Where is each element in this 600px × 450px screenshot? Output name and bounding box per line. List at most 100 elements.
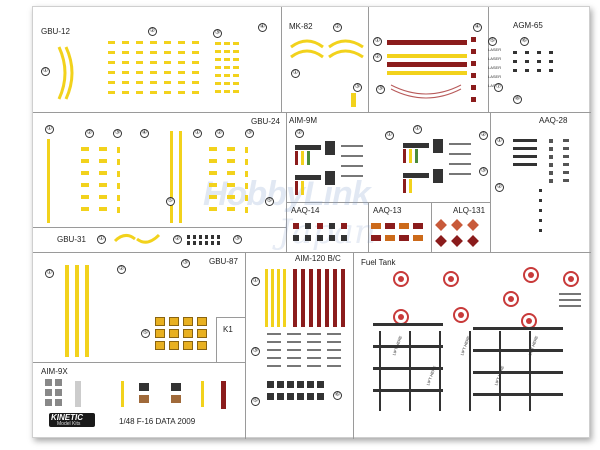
decal-dot: [563, 139, 569, 142]
decal-dash: [224, 42, 230, 45]
decal-dash: [178, 41, 185, 44]
decal-text-line: [341, 145, 363, 147]
gbu24-decal-grid: [77, 147, 127, 217]
decal-dash: [245, 159, 248, 165]
decal-dash: [178, 91, 185, 94]
roundel-center: [528, 272, 534, 278]
decal-stripe: [415, 149, 418, 163]
decal-bar: [295, 175, 321, 180]
decal-dash: [224, 58, 230, 61]
aaq14-decals: [293, 219, 363, 247]
gbu12-decal-grid: [215, 42, 245, 102]
decal-text-line: [559, 293, 581, 295]
decal-text-line: [267, 365, 281, 367]
agm65-label: AGM-65: [513, 21, 543, 30]
marker: ③: [233, 235, 242, 244]
decal-sheet: HobbyLink Japan GBU-12 ① ② ④ ③ MK-82 ② ①…: [32, 6, 591, 439]
decal-stripe: [403, 179, 406, 193]
decal-dash: [81, 171, 89, 175]
decal-dash: [108, 71, 115, 74]
decal-dash: [178, 61, 185, 64]
decal-text-line: [341, 155, 363, 157]
decal-block: [155, 317, 165, 326]
decal-text-line: [327, 333, 341, 335]
marker: ⑤: [488, 37, 497, 46]
gbu12-decal-grid: [108, 41, 208, 103]
decal-bar: [373, 345, 443, 348]
decal-block: [155, 341, 165, 350]
decal-block: [183, 341, 193, 350]
decal-dash: [178, 71, 185, 74]
agm65-dots: [513, 51, 563, 81]
decal-dash: [108, 51, 115, 54]
decal-text-line: [287, 333, 301, 335]
marker: ②: [215, 129, 224, 138]
decal-dash: [224, 74, 230, 77]
decal-dot: [305, 223, 311, 229]
decal-stripe: [301, 181, 304, 195]
sheet-caption: 1/48 F-16 DATA 2009: [119, 417, 196, 426]
decal-dot: [513, 51, 517, 54]
decal-dash: [215, 50, 221, 53]
decal-dot: [205, 235, 208, 239]
gbu24-label: GBU-24: [251, 117, 280, 126]
decal-bar: [373, 367, 443, 370]
roundel-center: [398, 276, 404, 282]
decal-dot: [471, 97, 476, 102]
decal-dash: [150, 41, 157, 44]
decal-stripe: [271, 269, 274, 327]
decal-dot: [471, 85, 476, 90]
decal-text-line: [267, 357, 281, 359]
decal-dot: [563, 155, 569, 158]
marker: ①: [41, 67, 50, 76]
decal-block: [307, 393, 314, 400]
decal-text-line: [559, 299, 581, 301]
decal-bar: [403, 143, 429, 148]
decal-dash: [164, 91, 171, 94]
decal-dot: [293, 223, 299, 229]
divider: [368, 202, 369, 252]
decal-dot: [563, 147, 569, 150]
decal-dot: [199, 241, 202, 245]
decal-text-line: [287, 357, 301, 359]
decal-dash: [136, 51, 143, 54]
decal-dash: [108, 91, 115, 94]
decal-text-line: [287, 365, 301, 367]
decal-block: [385, 235, 395, 241]
decal-bar: [499, 331, 501, 411]
divider: [490, 112, 491, 252]
decal-dash: [227, 159, 235, 163]
divider: [286, 202, 490, 203]
decal-block: [45, 389, 52, 396]
decal-dot: [293, 235, 299, 241]
decal-dash: [227, 195, 235, 199]
gbu87-stripe: [65, 265, 69, 357]
decal-dot: [305, 235, 311, 241]
roundel-center: [398, 314, 404, 320]
decal-block: [325, 171, 335, 185]
decal-stripe: [309, 269, 313, 327]
gbu24-stripe: [47, 139, 50, 223]
gbu87-label: GBU-87: [209, 257, 238, 266]
decal-block: [169, 341, 179, 350]
decal-dot: [317, 235, 323, 241]
decal-dot: [217, 235, 220, 239]
decal-block: [171, 383, 181, 391]
marker: ①: [385, 131, 394, 140]
decal-dash: [122, 41, 129, 44]
marker: ③: [353, 83, 362, 92]
decal-diamond: [467, 219, 479, 231]
marker: ②: [479, 131, 488, 140]
agm65-stripe: [387, 71, 467, 75]
decal-dot: [539, 189, 542, 192]
decal-dot: [549, 139, 553, 143]
marker: ①: [251, 277, 260, 286]
decal-dash: [215, 82, 221, 85]
marker: ②: [295, 129, 304, 138]
decal-stripe: [307, 151, 310, 165]
decal-dash: [117, 147, 120, 153]
decal-dash: [136, 81, 143, 84]
decal-dot: [537, 51, 541, 54]
decal-diamond: [435, 235, 447, 247]
